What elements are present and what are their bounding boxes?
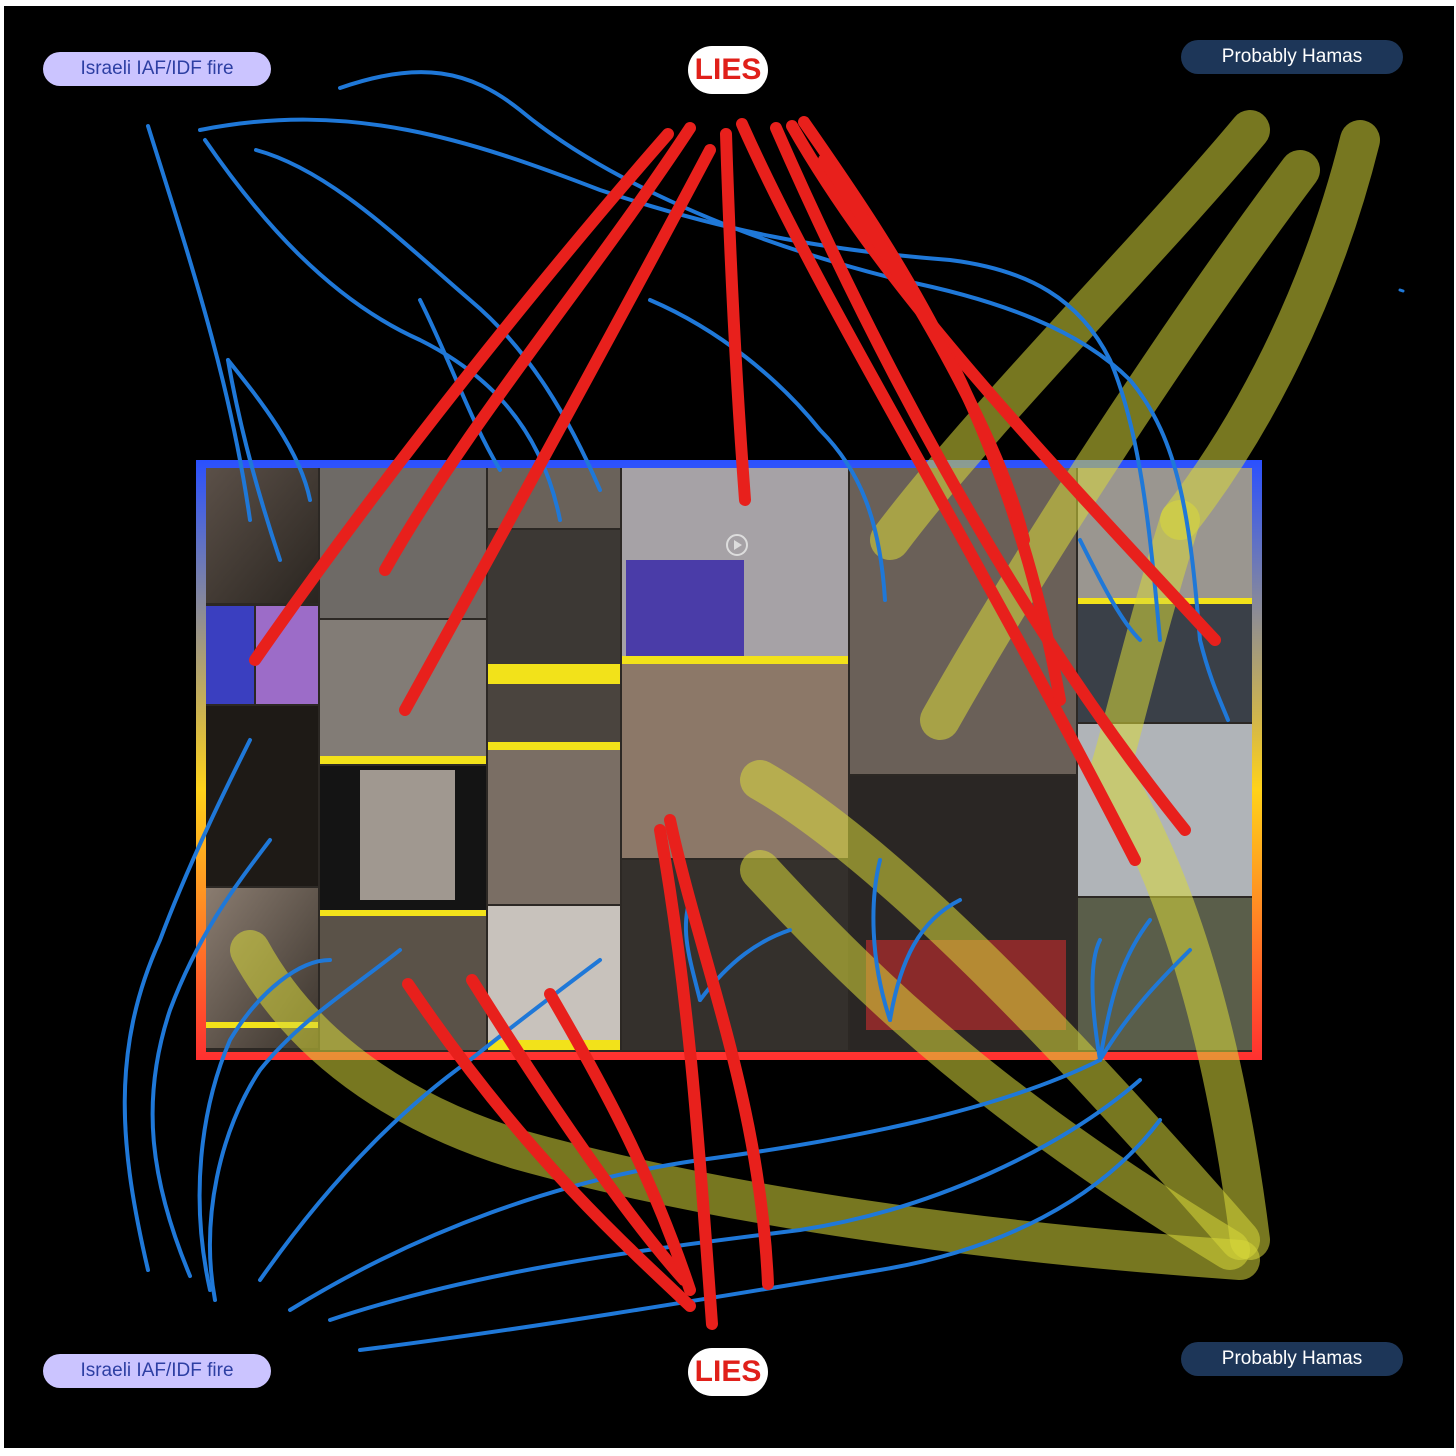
blue-stroke (1098, 948, 1192, 1062)
blue-stroke (146, 124, 252, 522)
blue-stroke (208, 948, 402, 1302)
red-stroke (664, 814, 774, 1290)
lies-label-bottom: LIES (688, 1348, 768, 1396)
blue-stroke (1078, 538, 1142, 642)
blue-stroke (888, 898, 962, 1022)
collage-tile (626, 560, 744, 656)
caption-bar (622, 656, 848, 664)
caption-bar (488, 664, 620, 684)
collage-tile (488, 530, 620, 664)
caption-bar (320, 910, 486, 916)
red-stroke (818, 154, 1030, 546)
blue-stroke (1098, 918, 1152, 1062)
blue-stroke (1198, 638, 1230, 722)
red-stroke (786, 120, 1221, 646)
blue-stroke (648, 298, 887, 602)
yellow-stroke (1090, 500, 1270, 1260)
red-strokes (249, 116, 1221, 1330)
yellow-stroke (1160, 120, 1380, 540)
blue-stroke (203, 138, 562, 522)
red-stroke (399, 144, 716, 716)
caption-bar (488, 742, 620, 750)
red-stroke (736, 118, 1141, 866)
blue-stroke (871, 858, 892, 1022)
collage-tile (360, 770, 455, 900)
israeli-fire-label-top: Israeli IAF/IDF fire (43, 52, 271, 86)
red-stroke (402, 978, 696, 1312)
blue-stroke (328, 1078, 1142, 1322)
blue-stroke (150, 838, 272, 1278)
blue-stroke (197, 958, 332, 1292)
blue-stroke (122, 738, 252, 1272)
blue-stroke (1090, 938, 1102, 1062)
red-stroke (544, 988, 696, 1296)
collage-tile (206, 468, 318, 603)
israeli-fire-label-bottom: Israeli IAF/IDF fire (43, 1354, 271, 1388)
blue-stroke (226, 358, 312, 502)
red-stroke (466, 974, 690, 1286)
caption-bar (488, 1040, 620, 1050)
red-stroke (379, 122, 696, 576)
blue-stroke (226, 358, 282, 562)
yellow-stroke (920, 150, 1320, 740)
hamas-label-bottom: Probably Hamas (1181, 1342, 1403, 1376)
red-stroke (249, 128, 674, 666)
red-stroke (654, 824, 718, 1330)
caption-bar (206, 1022, 318, 1028)
lies-label-top: LIES (688, 46, 768, 94)
collage-tile (206, 606, 254, 704)
play-icon (726, 534, 748, 556)
red-stroke (720, 128, 751, 506)
blue-stroke (358, 1118, 1162, 1352)
blue-dot (1398, 288, 1405, 293)
collage-tile (622, 860, 848, 1050)
caption-bar (320, 756, 486, 764)
yellow-strokes (230, 110, 1380, 1280)
hamas-label-top: Probably Hamas (1181, 40, 1403, 74)
collage-tile (320, 620, 486, 760)
play-triangle (734, 540, 742, 550)
yellow-stroke (740, 850, 1250, 1270)
yellow-stroke (740, 760, 1260, 1260)
collage-tile (488, 750, 620, 904)
red-stroke (770, 122, 1191, 836)
